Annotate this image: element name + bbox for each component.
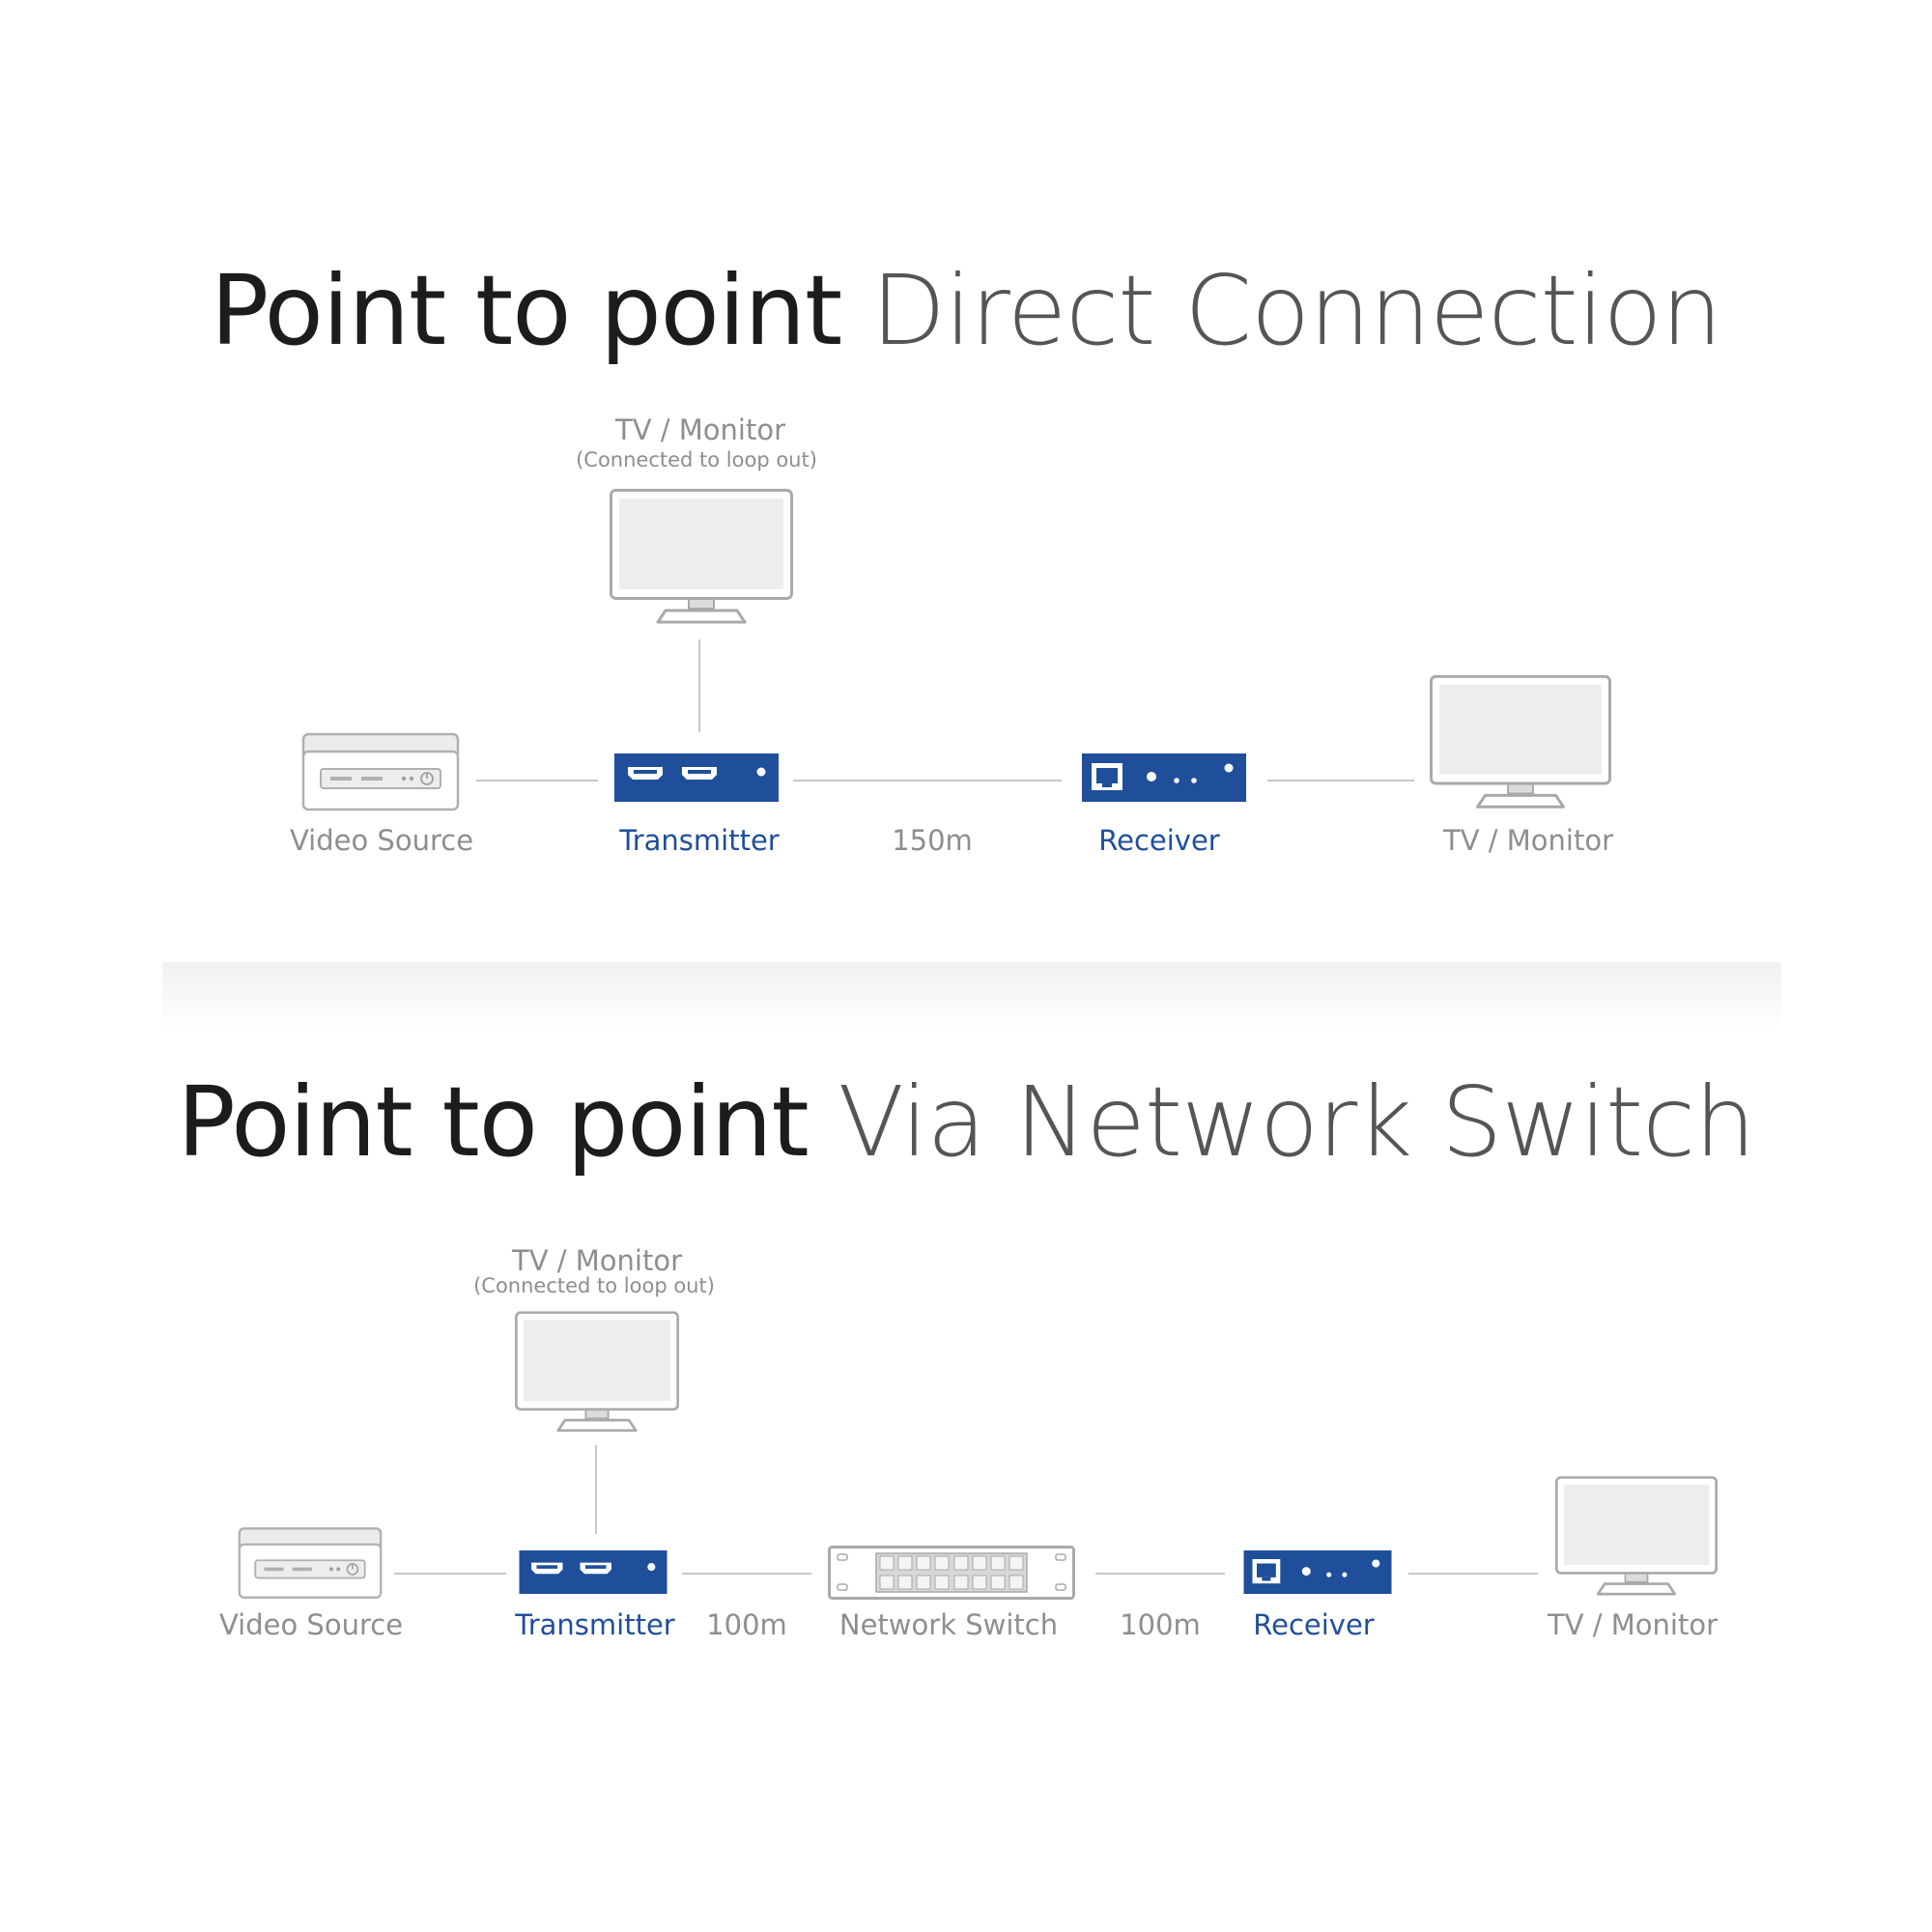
s2-receiver-label: Receiver — [1253, 1608, 1375, 1641]
s2-loop-cable — [595, 1445, 597, 1534]
s2-loop-monitor-sublabel: (Connected to loop out) — [473, 1274, 715, 1297]
s2-cable-switch-rx — [1095, 1573, 1225, 1575]
s2-video-source-icon — [238, 1526, 383, 1600]
s1-transmitter-label: Transmitter — [619, 824, 780, 857]
s1-video-source-icon — [301, 732, 460, 811]
s1-cable-tx-rx — [793, 780, 1062, 781]
s2-distance-1-label: 100m — [706, 1608, 787, 1641]
s1-transmitter-icon — [614, 753, 779, 802]
s2-transmitter-icon — [519, 1550, 668, 1594]
s2-network-switch-icon — [828, 1546, 1075, 1600]
section-2-title-light: Via Network Switch — [838, 1065, 1756, 1179]
s2-video-source-label: Video Source — [218, 1608, 404, 1641]
section-divider — [162, 962, 1781, 1030]
s1-video-source-label: Video Source — [289, 824, 474, 857]
section-1-title-light: Direct Connection — [871, 254, 1722, 367]
s2-distance-2-label: 100m — [1120, 1608, 1201, 1641]
s1-loop-cable — [698, 639, 700, 732]
s1-receiver-icon — [1082, 753, 1246, 802]
s1-receiver-label: Receiver — [1098, 824, 1220, 857]
s2-transmitter-label: Transmitter — [515, 1608, 675, 1641]
s1-cable-source-tx — [476, 780, 598, 781]
s2-receiver-icon — [1243, 1550, 1392, 1594]
s1-loop-monitor-icon — [610, 489, 793, 624]
s1-loop-monitor-label: TV / Monitor — [615, 413, 785, 446]
section-2-title-bold: Point to point — [177, 1065, 809, 1179]
s1-monitor-label: TV / Monitor — [1443, 824, 1613, 857]
s1-cable-rx-monitor — [1267, 780, 1414, 781]
s2-loop-monitor-icon — [515, 1311, 679, 1433]
s2-network-switch-label: Network Switch — [838, 1608, 1059, 1641]
s1-distance-label: 150m — [892, 824, 973, 857]
section-1-title: Point to point Direct Connection — [0, 263, 1932, 359]
s1-monitor-icon — [1430, 674, 1611, 810]
s2-cable-rx-monitor — [1408, 1573, 1538, 1575]
s2-loop-monitor-label: TV / Monitor — [512, 1244, 682, 1277]
s2-cable-source-tx — [394, 1573, 506, 1575]
s2-monitor-icon — [1555, 1476, 1718, 1596]
s1-loop-monitor-sublabel: (Connected to loop out) — [576, 448, 817, 471]
section-2-title: Point to point Via Network Switch — [0, 1074, 1932, 1171]
s2-cable-tx-switch — [682, 1573, 811, 1575]
s2-monitor-label: TV / Monitor — [1548, 1608, 1718, 1641]
section-1-title-bold: Point to point — [210, 254, 842, 367]
